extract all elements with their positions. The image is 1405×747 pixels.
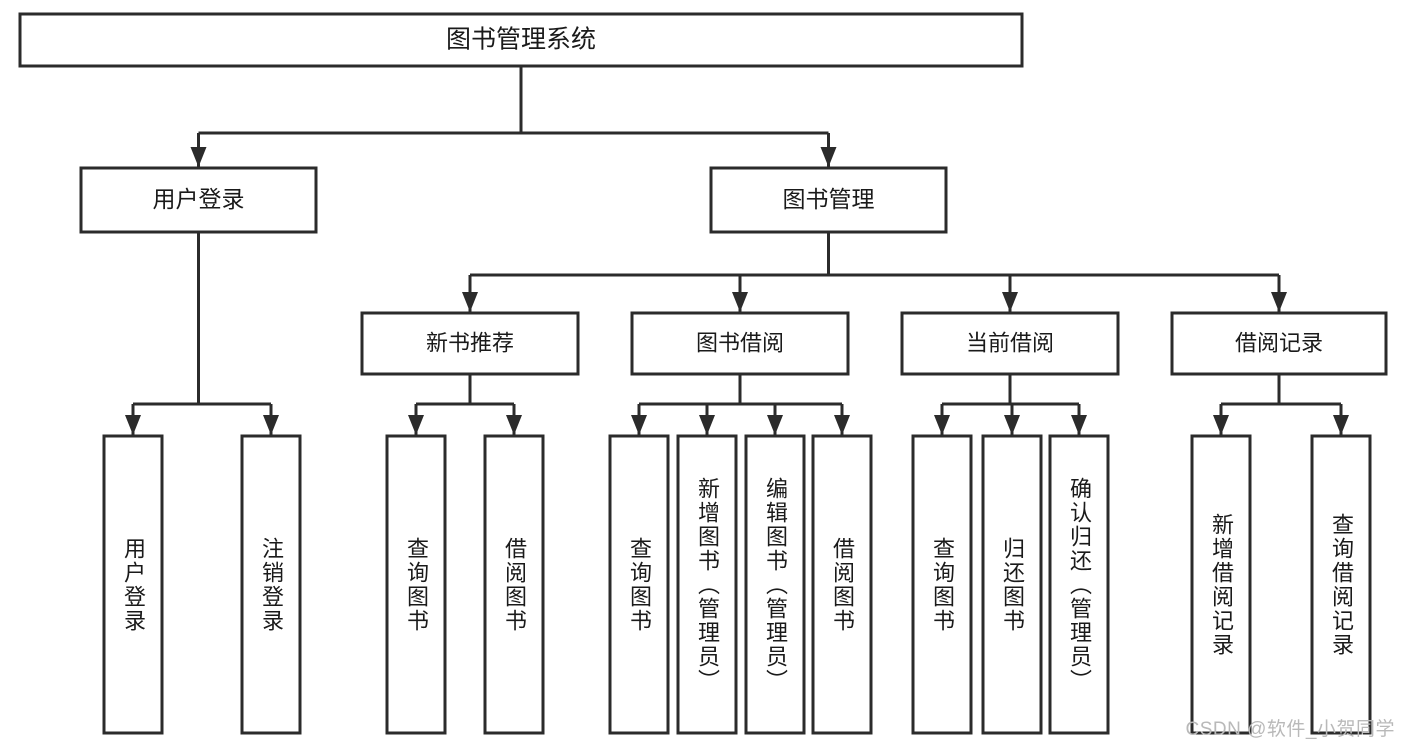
arrow-head-icon [190,147,207,167]
arrow-head-icon [934,415,950,435]
arrow-head-icon [1271,292,1287,312]
node-new-book-rec-label: 新书推荐 [426,330,514,355]
node-leaf-edit-book[interactable] [744,434,806,735]
node-new-book-rec[interactable] [360,311,580,376]
node-leaf-add-book[interactable] [676,434,738,735]
arrow-head-icon [1071,415,1087,435]
node-current-borrow[interactable] [900,311,1120,376]
node-root-label: 图书管理系统 [446,26,596,54]
node-leaf-return-book[interactable] [981,434,1043,735]
node-leaf-query-book-2[interactable] [608,434,670,735]
node-boxes [18,12,1388,735]
node-leaf-add-record[interactable] [1190,434,1252,735]
node-current-borrow-label: 当前借阅 [966,330,1054,355]
node-leaf-logout[interactable] [240,434,302,735]
arrow-head-icon [631,415,647,435]
arrow-head-icon [462,292,478,312]
watermark-text: CSDN @软件_小贺同学 [1185,719,1395,740]
arrow-head-icon [834,415,850,435]
node-book-manage[interactable] [709,166,948,234]
node-leaf-borrow-book-1[interactable] [483,434,545,735]
arrow-head-icon [1004,415,1020,435]
node-user-login[interactable] [79,166,318,234]
arrow-head-icon [1213,415,1229,435]
node-user-login-label: 用户登录 [153,186,245,212]
node-leaf-user-login[interactable] [102,434,164,735]
node-book-borrow[interactable] [630,311,850,376]
arrow-head-icon [506,415,522,435]
node-borrow-record-label: 借阅记录 [1235,330,1323,355]
arrow-head-icon [263,415,279,435]
arrow-head-icon [820,147,837,167]
arrow-head-icon [767,415,783,435]
node-root[interactable] [18,12,1024,68]
node-leaf-query-record[interactable] [1310,434,1372,735]
node-book-borrow-label: 图书借阅 [696,330,784,355]
arrow-head-icon [1002,292,1018,312]
arrow-head-icon [125,415,141,435]
node-leaf-borrow-book-2[interactable] [811,434,873,735]
node-leaf-confirm-return[interactable] [1048,434,1110,735]
node-borrow-record[interactable] [1170,311,1388,376]
node-leaf-query-book-1[interactable] [385,434,447,735]
arrow-head-icon [408,415,424,435]
arrow-head-icon [699,415,715,435]
arrow-head-icon [1333,415,1349,435]
connector-edges [125,66,1349,435]
node-book-manage-label: 图书管理 [783,186,875,212]
arrow-head-icon [732,292,748,312]
node-leaf-query-book-3[interactable] [911,434,973,735]
